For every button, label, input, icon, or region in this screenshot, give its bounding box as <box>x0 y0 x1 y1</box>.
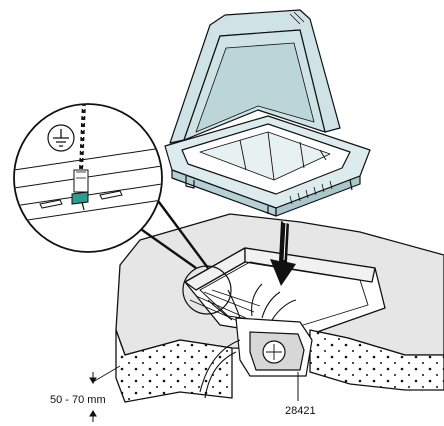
floor-box <box>164 9 371 217</box>
concrete-floor-slab <box>115 213 444 403</box>
zoom-target-circle <box>182 265 232 315</box>
insertion-arrow <box>270 221 296 286</box>
thickness-label: 50 - 70 mm <box>50 394 106 406</box>
part-number-label: 28421 <box>285 405 316 417</box>
thickness-dimension <box>89 365 121 422</box>
cables <box>207 283 297 321</box>
protective-earth-ground-icon <box>47 124 75 152</box>
junction-box <box>199 317 313 399</box>
detail-magnifier <box>13 103 163 253</box>
